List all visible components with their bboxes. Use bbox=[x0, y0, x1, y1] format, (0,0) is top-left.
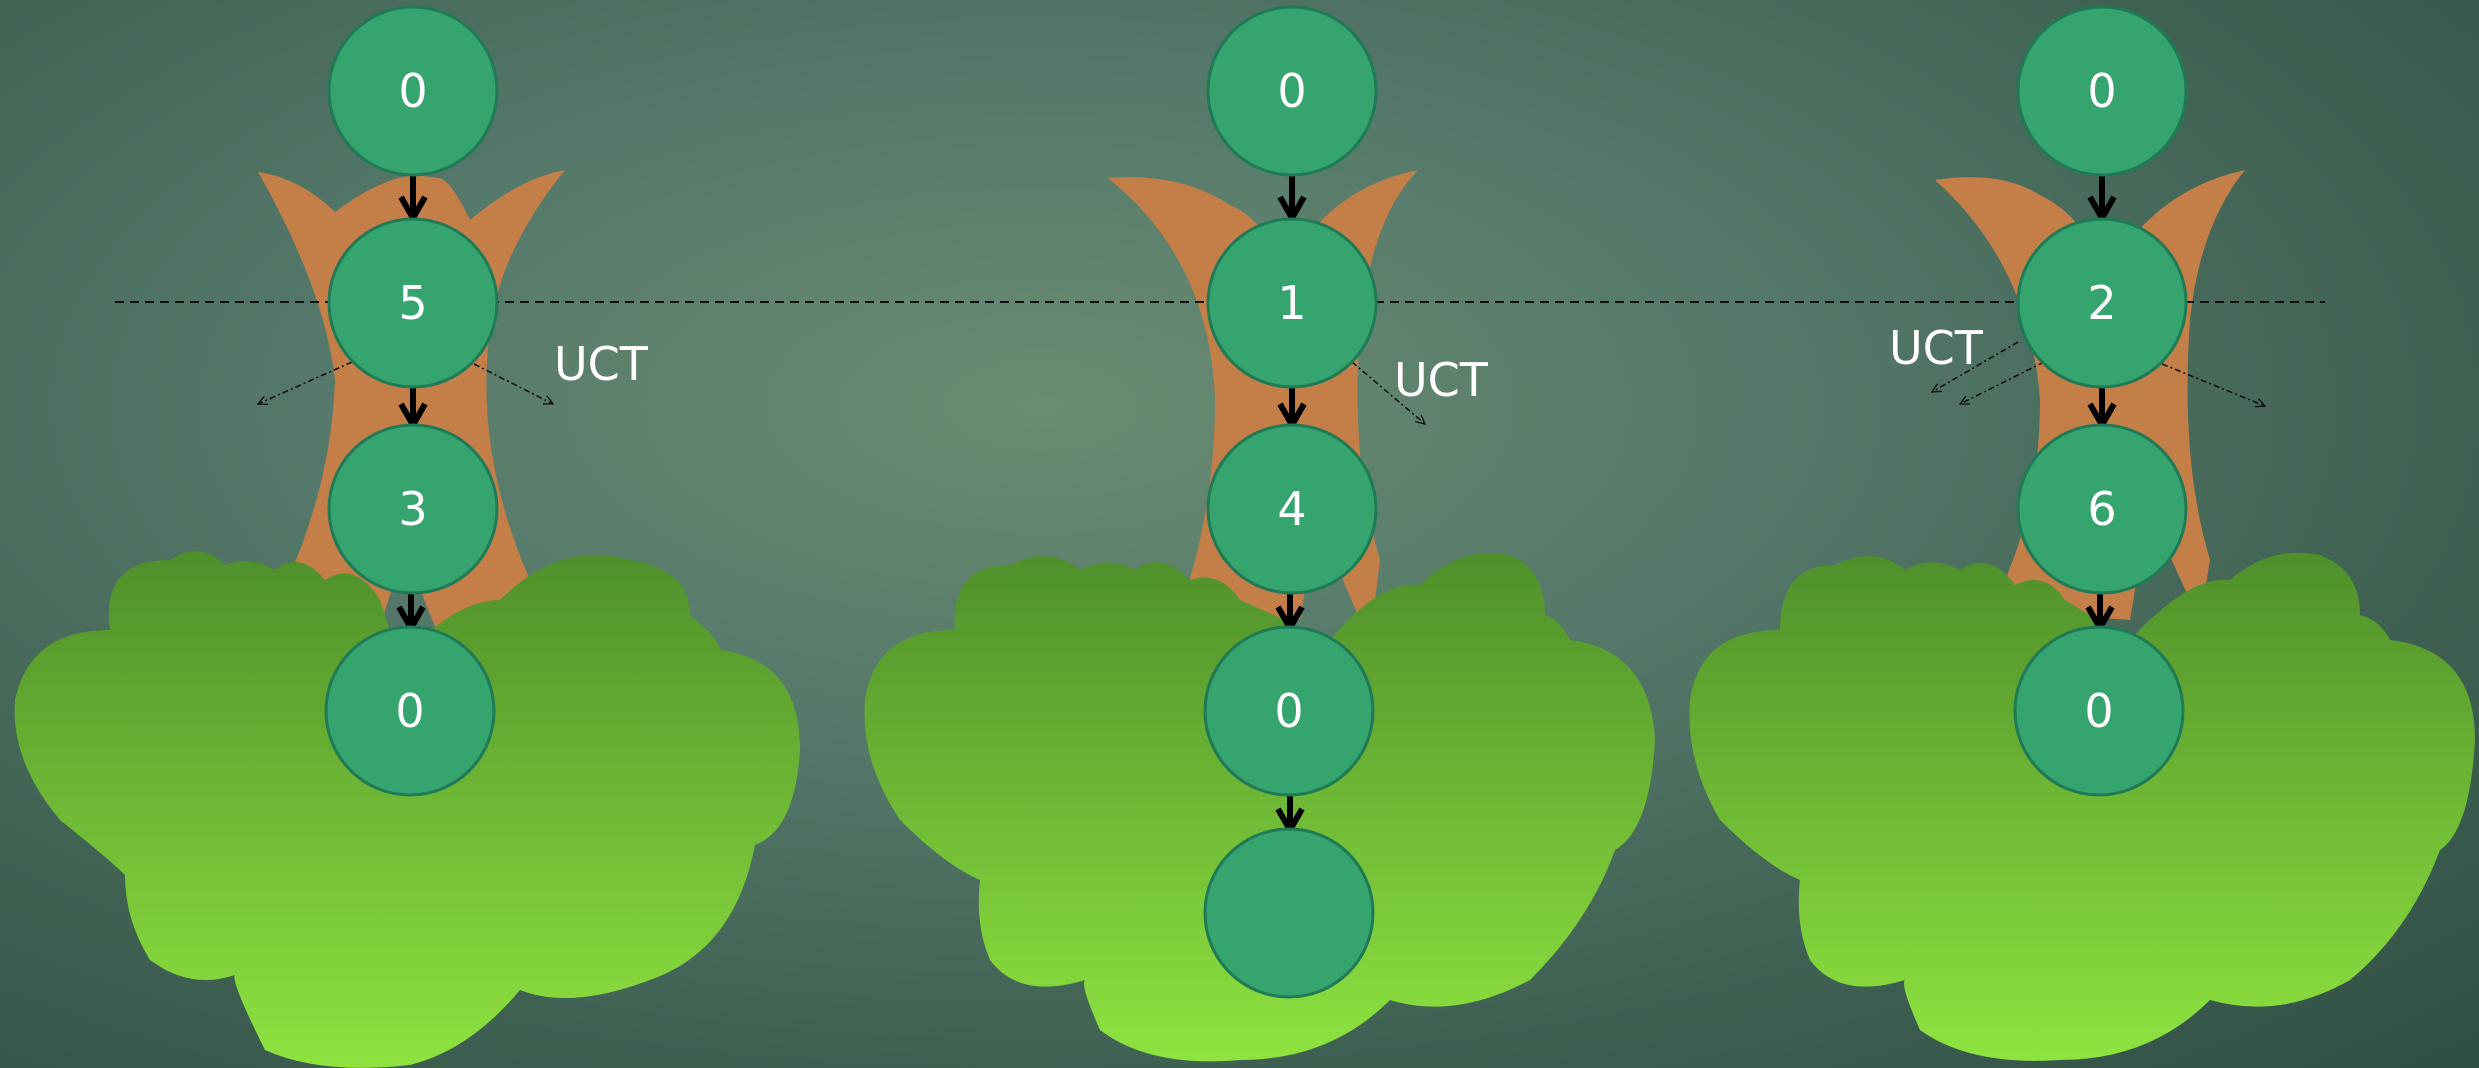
tree-1-uct-label: UCT bbox=[554, 337, 649, 391]
tree-1-canopy bbox=[14, 551, 800, 1068]
tree-2-node-4 bbox=[1203, 827, 1375, 999]
tree-3-nodes bbox=[2013, 5, 2188, 797]
tree-1-node-3 bbox=[324, 625, 496, 797]
tree-3-node-0 bbox=[2016, 5, 2188, 177]
tree-1-node-1 bbox=[327, 217, 499, 389]
tree-1-edges bbox=[396, 174, 428, 635]
tree-2-node-2 bbox=[1206, 423, 1378, 595]
tree-2-node-1-label: 1 bbox=[1277, 276, 1306, 330]
tree-3-node-3 bbox=[2013, 625, 2185, 797]
tree-3-edges bbox=[2085, 174, 2117, 635]
tree-3-branch-right bbox=[2161, 363, 2265, 406]
tree-1-node-2-label: 3 bbox=[398, 482, 427, 536]
uct-branch-arrows bbox=[258, 341, 2265, 424]
tree-1-node-2 bbox=[327, 423, 499, 595]
tree-1-branch-left bbox=[258, 361, 353, 404]
tree-3-node-1-label: 2 bbox=[2087, 276, 2116, 330]
tree-2-node-0 bbox=[1206, 5, 1378, 177]
tree-3-uct-label: UCT bbox=[1889, 321, 1984, 375]
tree-2-node-2-label: 4 bbox=[1277, 482, 1306, 536]
tree-1-node-0 bbox=[327, 5, 499, 177]
tree-3-node-1 bbox=[2016, 217, 2188, 389]
tree-1-branch-right bbox=[473, 363, 553, 405]
tree-3-node-0-label: 0 bbox=[2087, 64, 2116, 118]
tree-1-node-3-label: 0 bbox=[395, 684, 424, 738]
tree-2-node-3 bbox=[1203, 625, 1375, 797]
tree-2-canopy bbox=[864, 553, 1655, 1062]
tree-3-branch-left-1 bbox=[1932, 341, 2019, 392]
tree-1-node-0-label: 0 bbox=[398, 64, 427, 118]
tree-2-uct-label: UCT bbox=[1394, 353, 1489, 407]
tree-2-edges bbox=[1275, 174, 1307, 837]
tree-2-node-0-label: 0 bbox=[1277, 64, 1306, 118]
tree-2-branch-right bbox=[1351, 361, 1425, 424]
tree-1-nodes bbox=[324, 5, 499, 797]
tree-2-node-3-label: 0 bbox=[1274, 684, 1303, 738]
tree-3-node-2-label: 6 bbox=[2087, 482, 2116, 536]
tree-3-canopy bbox=[1689, 552, 2475, 1061]
tree-2-node-1 bbox=[1206, 217, 1378, 389]
tree-3-node-3-label: 0 bbox=[2084, 684, 2113, 738]
tree-3-node-2 bbox=[2016, 423, 2188, 595]
tree-2-nodes bbox=[1203, 5, 1378, 999]
tree-3-branch-left-2 bbox=[1960, 361, 2045, 405]
tree-1-node-1-label: 5 bbox=[398, 276, 427, 330]
